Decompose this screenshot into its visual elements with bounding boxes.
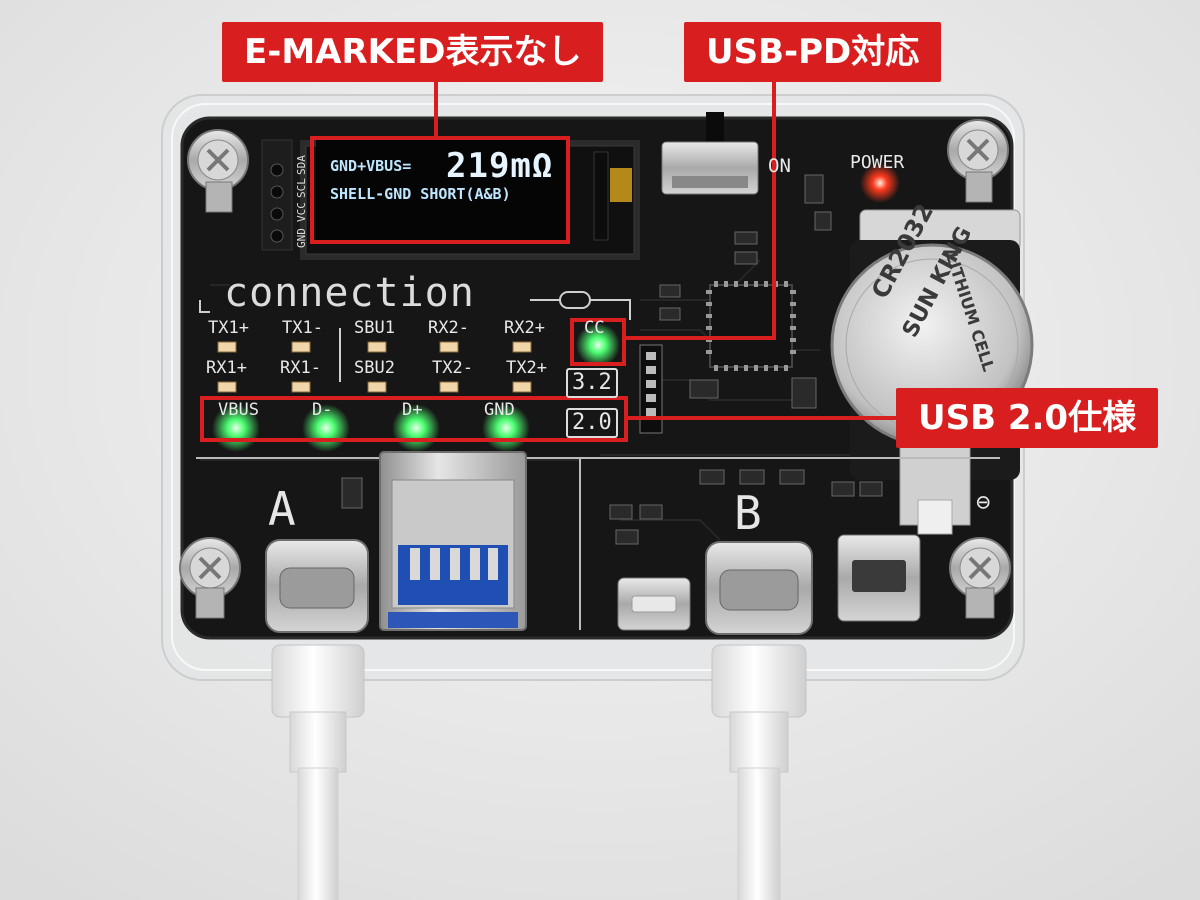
oled-line2: SHELL-GND SHORT(A&B) xyxy=(330,185,511,203)
pin-tx2-minus: TX2- xyxy=(432,358,473,378)
pin-sbu2: SBU2 xyxy=(354,358,395,378)
callout-emarked: E-MARKED表示なし xyxy=(222,22,604,82)
pin-d-plus: D+ xyxy=(402,400,423,420)
port-label-b: B xyxy=(734,486,762,540)
connection-title: connection xyxy=(224,270,475,316)
power-label: POWER xyxy=(850,152,905,173)
pin-vbus: VBUS xyxy=(218,400,259,420)
pin-rx2-minus: RX2- xyxy=(428,318,469,338)
oled-line1-value: 219mΩ xyxy=(446,146,554,186)
callout-usbpd: USB-PD対応 xyxy=(684,22,942,82)
pin-gnd: GND xyxy=(484,400,515,420)
callout-usb20: USB 2.0仕様 xyxy=(896,388,1159,448)
pin-label-sda: SDA xyxy=(295,155,308,175)
pin-d-minus: D- xyxy=(312,400,333,420)
pin-sbu1: SBU1 xyxy=(354,318,395,338)
port-label-a: A xyxy=(268,482,296,536)
pin-tx1-minus: TX1- xyxy=(282,318,323,338)
on-label: ON xyxy=(768,155,791,177)
pin-tx1-plus: TX1+ xyxy=(208,318,249,338)
pin-label-scl: SCL xyxy=(295,178,308,198)
pin-label-vcc: VCC xyxy=(295,202,308,222)
pin-label-gnd: GND xyxy=(295,228,308,248)
pin-rx2-plus: RX2+ xyxy=(504,318,545,338)
pin-rx1-plus: RX1+ xyxy=(206,358,247,378)
version-badge-32: 3.2 xyxy=(566,368,618,398)
pin-rx1-minus: RX1- xyxy=(280,358,321,378)
minus-symbol: ⊖ xyxy=(976,488,991,516)
pin-tx2-plus: TX2+ xyxy=(506,358,547,378)
version-badge-20: 2.0 xyxy=(566,408,618,438)
pin-cc: CC xyxy=(584,318,605,338)
oled-line1-label: GND+VBUS= xyxy=(330,157,412,175)
